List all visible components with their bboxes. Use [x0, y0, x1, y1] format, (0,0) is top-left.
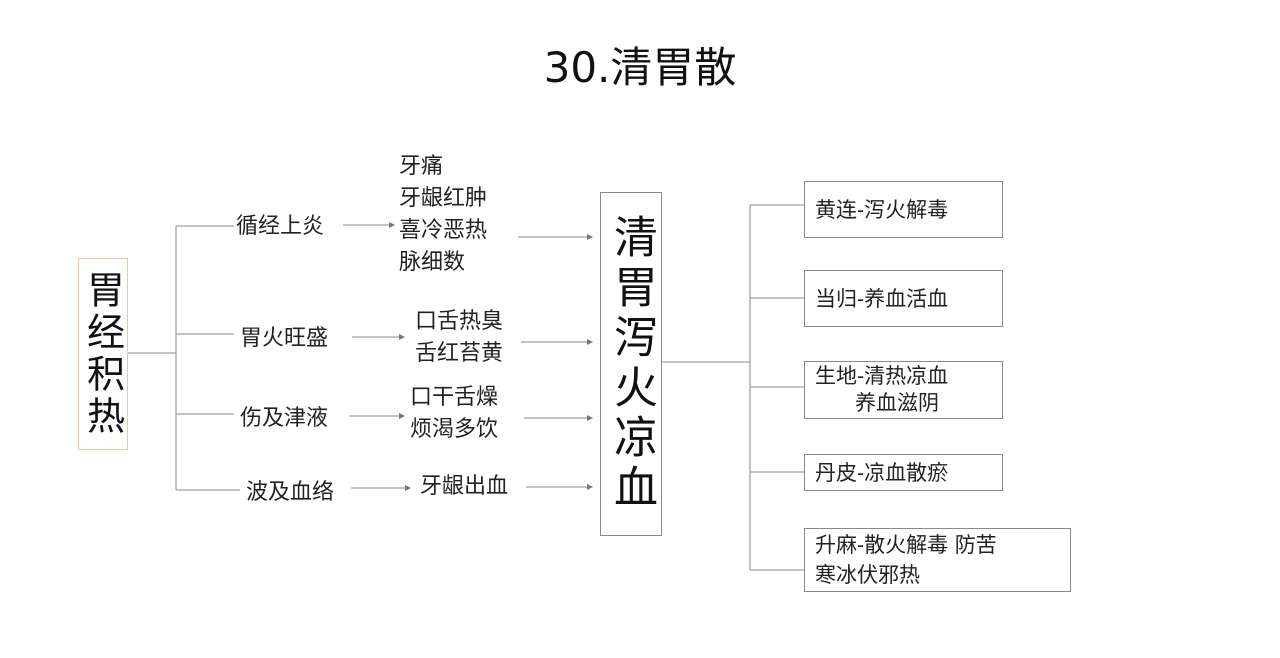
herb-box: 当归-养血活血 — [804, 270, 1003, 327]
symptom: 牙龈红肿 — [399, 186, 488, 211]
symptom: 舌红苔黄 — [415, 341, 504, 366]
herb-box: 生地-清热凉血 养血滋阴 — [804, 361, 1003, 419]
symptom-list: 口舌热臭 舌红苔黄 — [415, 306, 503, 370]
symptom: 牙龈出血 — [420, 474, 509, 499]
root-node: 胃经积热 — [78, 258, 128, 450]
herb-box: 黄连-泻火解毒 — [804, 181, 1003, 238]
symptom: 口舌热臭 — [415, 309, 504, 334]
herb-box: 升麻-散火解毒 防苦 寒冰伏邪热 — [804, 528, 1071, 592]
symptom-list: 牙龈出血 — [420, 471, 508, 503]
center-node: 清胃泻火凉血 — [600, 192, 662, 536]
symptom: 牙痛 — [399, 154, 444, 179]
cause-label: 波及血络 — [246, 480, 335, 505]
cause-label: 循经上炎 — [236, 214, 325, 239]
symptom-list: 口干舌燥 烦渴多饮 — [410, 382, 498, 446]
symptom: 脉细数 — [399, 250, 466, 275]
cause-label: 胃火旺盛 — [240, 326, 329, 351]
symptom: 喜冷恶热 — [399, 218, 488, 243]
symptom: 口干舌燥 — [410, 385, 499, 410]
page-title: 30.清胃散 — [543, 43, 737, 92]
herb-box: 丹皮-凉血散瘀 — [804, 454, 1003, 491]
cause-label: 伤及津液 — [240, 406, 329, 431]
symptom-list: 牙痛 牙龈红肿 喜冷恶热 脉细数 — [399, 151, 487, 279]
symptom: 烦渴多饮 — [410, 417, 499, 442]
